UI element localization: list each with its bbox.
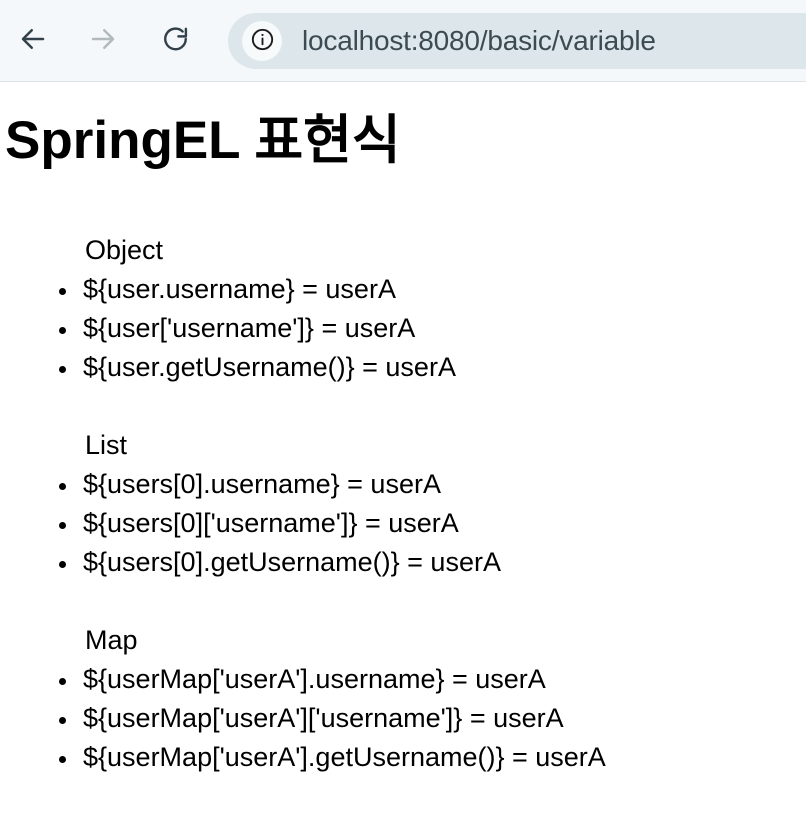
section-label-object: Object (85, 235, 164, 265)
list-item: ${userMap['userA'].getUsername()} = user… (0, 738, 806, 777)
list-item: ${users[0].username} = userA (0, 465, 806, 504)
url-text[interactable]: localhost:8080/basic/variable (302, 25, 656, 56)
list-item: ${user.getUsername()} = userA (0, 348, 806, 387)
browser-toolbar: localhost:8080/basic/variable (0, 0, 806, 82)
list-item: ${user['username']} = userA (0, 309, 806, 348)
section-spacer (0, 582, 806, 621)
expression-list-map: ${userMap['userA'].username} = userA ${u… (0, 660, 806, 777)
list-item: ${userMap['userA']['username']} = userA (0, 699, 806, 738)
info-circle-icon (250, 27, 275, 55)
page-title: SpringEL 표현식 (5, 111, 401, 170)
site-info-button[interactable] (242, 21, 282, 61)
section-label-map: Map (85, 625, 138, 655)
address-bar[interactable]: localhost:8080/basic/variable (228, 13, 806, 69)
springel-sections: Object ${user.username} = userA ${user['… (0, 231, 806, 777)
list-item: ${userMap['userA'].username} = userA (0, 660, 806, 699)
expression-list-list: ${users[0].username} = userA ${users[0][… (0, 465, 806, 582)
list-item: ${user.username} = userA (0, 270, 806, 309)
reload-icon (161, 25, 190, 57)
page-content: SpringEL 표현식 Object ${user.username} = u… (0, 83, 806, 818)
list-item: ${users[0]['username']} = userA (0, 504, 806, 543)
list-item: ${users[0].getUsername()} = userA (0, 543, 806, 582)
section-label-list: List (85, 430, 128, 460)
section-spacer (0, 387, 806, 426)
arrow-left-icon (18, 24, 48, 57)
section-list: List ${users[0].username} = userA ${user… (0, 426, 806, 582)
forward-button[interactable] (80, 18, 126, 64)
section-map: Map ${userMap['userA'].username} = userA… (0, 621, 806, 777)
reload-button[interactable] (152, 18, 198, 64)
section-object: Object ${user.username} = userA ${user['… (0, 231, 806, 387)
back-button[interactable] (10, 18, 56, 64)
arrow-right-icon (88, 24, 118, 57)
expression-list-object: ${user.username} = userA ${user['usernam… (0, 270, 806, 387)
